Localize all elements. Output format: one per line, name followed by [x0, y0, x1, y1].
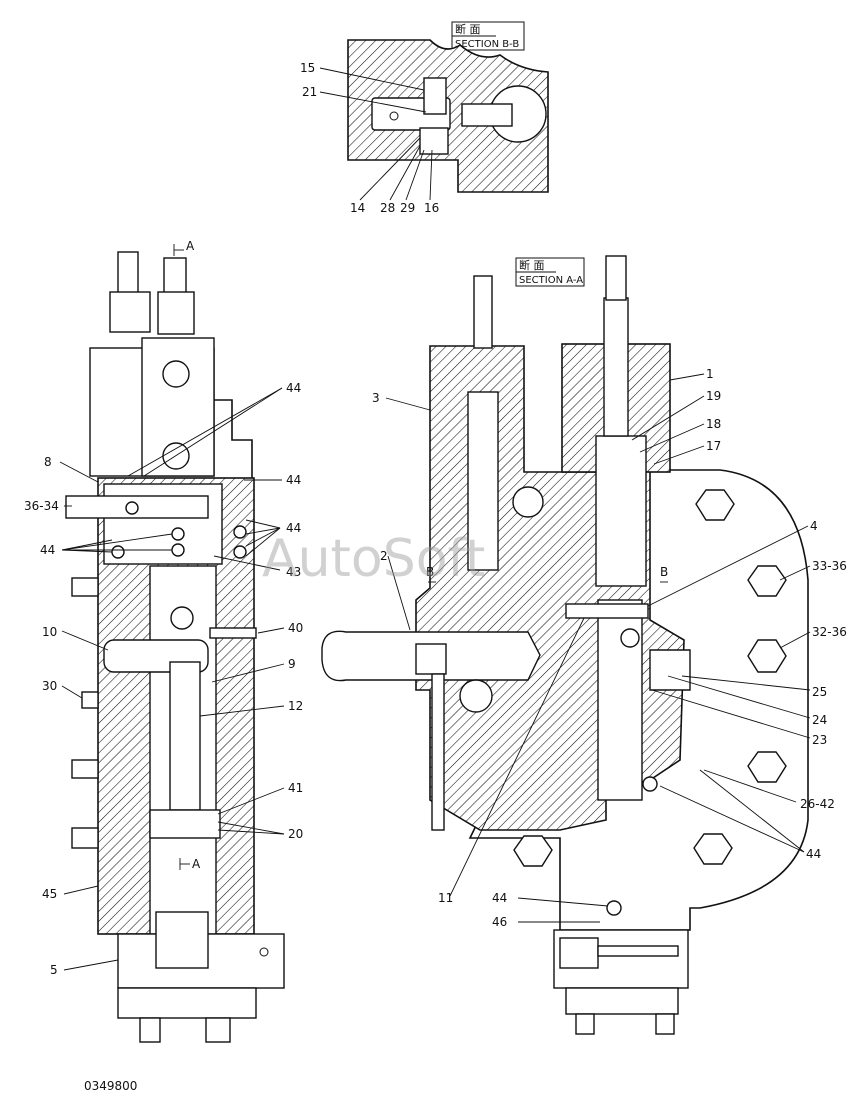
callout-label: 4	[810, 519, 818, 533]
callout-label: 36-34	[24, 499, 59, 513]
section-bb-view: 断 面 SECTION B-B	[347, 21, 549, 193]
callout-label: 44	[40, 543, 55, 557]
cut-mark-label: A	[186, 239, 195, 253]
callout-label: 44	[286, 381, 301, 395]
callout-label: 12	[288, 699, 303, 713]
callout-label: 20	[288, 827, 303, 841]
callout-label: 14	[350, 201, 365, 215]
callout-label: 18	[706, 417, 721, 431]
callout-label: 43	[286, 565, 301, 579]
callout-label: 26-42	[800, 797, 835, 811]
callout-label: 19	[706, 389, 721, 403]
callout-label: 8	[44, 455, 52, 469]
callout-label: 40	[288, 621, 303, 635]
callout-label: 44	[286, 473, 301, 487]
section-bb-title: SECTION B-B	[455, 39, 519, 50]
callout-label: 1	[706, 367, 714, 381]
callout-label: 2	[380, 549, 388, 563]
callout-label: 5	[50, 963, 58, 977]
callout-label: 32-36	[812, 625, 847, 639]
callout-label: 23	[812, 733, 827, 747]
cut-mark-label: B	[660, 565, 668, 579]
callout-label: 45	[42, 887, 57, 901]
callout-labels: 15 21 14 28 29 16 44 8 44 36-34 44 44 43…	[24, 61, 847, 977]
callout-label: 16	[424, 201, 439, 215]
callout-label: 30	[42, 679, 57, 693]
callout-label: 33-36	[812, 559, 847, 573]
callout-label: 3	[372, 391, 380, 405]
section-aa-cjk: 断 面	[519, 258, 545, 272]
callout-label: 15	[300, 61, 315, 75]
cut-mark-label: A	[192, 857, 201, 871]
callout-label: 9	[288, 657, 296, 671]
callout-label: 11	[438, 891, 453, 905]
callout-label: 25	[812, 685, 827, 699]
cut-mark-label: B	[426, 565, 434, 579]
callout-label: 21	[302, 85, 317, 99]
leader-lines	[59, 67, 811, 971]
section-aa-title: SECTION A-A	[519, 275, 583, 286]
callout-label: 44	[806, 847, 821, 861]
callout-label: 28	[380, 201, 395, 215]
callout-label: 29	[400, 201, 415, 215]
callout-label: 17	[706, 439, 721, 453]
callout-label: 24	[812, 713, 827, 727]
watermark: AutoSoft	[262, 529, 485, 589]
side-view	[65, 251, 285, 1043]
section-aa-view: 断 面 SECTION A-A	[321, 255, 809, 1035]
section-bb-cjk: 断 面	[455, 22, 481, 36]
callout-label: 10	[42, 625, 57, 639]
callout-label: 46	[492, 915, 507, 929]
callout-label: 41	[288, 781, 303, 795]
callout-label: 44	[286, 521, 301, 535]
document-number: 0349800	[84, 1079, 137, 1093]
callout-label: 44	[492, 891, 507, 905]
